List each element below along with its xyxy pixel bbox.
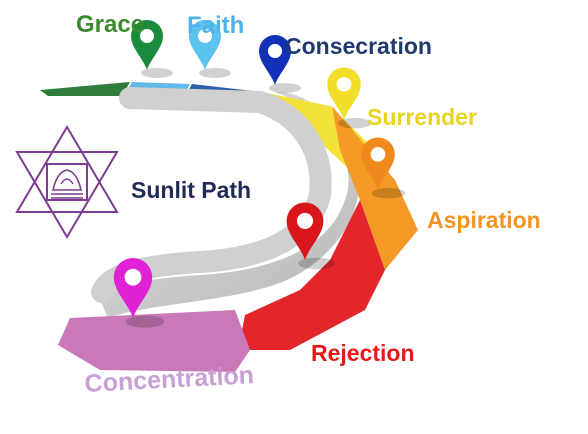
segment-aspiration [332,106,418,270]
stage-label-surrender: Surrender [367,104,477,130]
segment-rejection [238,200,385,350]
stage-label-faith: Faith [187,12,245,39]
location-pins [113,20,406,328]
segment-grace [40,82,130,96]
pin-consecration-icon [259,35,301,93]
stage-label-aspiration: Aspiration [427,207,541,233]
pin-surrender-icon [327,67,372,129]
pin-grace-icon [131,20,173,78]
pin-concentration-icon [113,258,165,328]
pin-aspiration-icon [361,137,406,199]
stage-label-consecration: Consecration [285,33,432,59]
stage-label-grace: Grace [76,11,145,38]
center-title: Sunlit Path [131,177,252,203]
stage-label-rejection: Rejection [311,340,415,366]
pin-faith-icon [189,20,231,78]
star-of-david-lotus-icon [15,125,119,239]
road-center [40,88,360,318]
pin-rejection-icon [286,202,335,270]
segment-concentration [58,310,250,372]
